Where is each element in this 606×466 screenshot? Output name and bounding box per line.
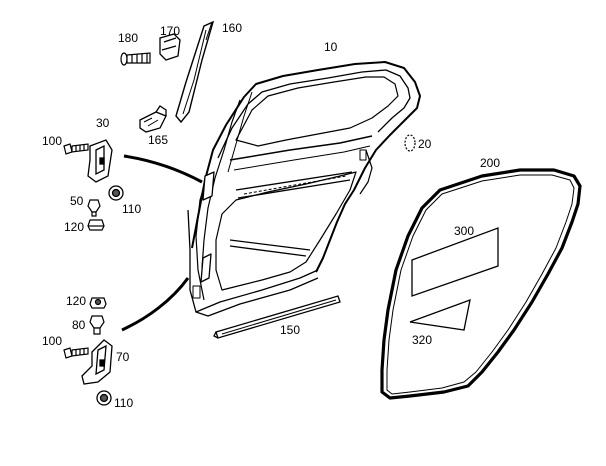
pin-80	[89, 315, 105, 335]
clip-170	[159, 33, 181, 61]
label-100-lower: 100	[42, 334, 62, 348]
clip-20	[404, 134, 416, 152]
label-30: 30	[96, 116, 110, 130]
label-120-upper: 120	[64, 220, 84, 234]
label-160: 160	[222, 21, 242, 35]
lower-hinge	[81, 339, 113, 385]
label-165: 165	[148, 133, 168, 147]
label-100-upper: 100	[42, 134, 62, 148]
label-50: 50	[70, 194, 84, 208]
bush-lower	[89, 297, 107, 309]
bolt-lower	[63, 347, 89, 359]
label-170: 170	[160, 24, 180, 38]
hinge-leader-lines	[121, 154, 203, 332]
label-110-upper: 110	[122, 202, 141, 216]
upper-hinge	[87, 139, 113, 183]
label-10: 10	[324, 40, 338, 54]
label-180: 180	[118, 31, 138, 45]
label-120-lower: 120	[66, 294, 86, 308]
part-labels: 10 20 30 50 70 80 100 100 110 110 120 12…	[42, 21, 500, 410]
label-70: 70	[116, 350, 130, 364]
panel-300	[411, 227, 499, 297]
pin-50	[87, 199, 101, 217]
label-300: 300	[454, 224, 474, 238]
label-150: 150	[280, 323, 300, 337]
label-80: 80	[72, 318, 86, 332]
door-seal	[380, 168, 582, 400]
bracket-165	[139, 105, 167, 133]
label-110-lower: 110	[114, 396, 133, 410]
window-channel-strip	[175, 20, 215, 124]
label-320: 320	[412, 333, 432, 347]
panel-320	[409, 298, 471, 331]
sill-strip	[213, 295, 341, 339]
bolt-upper	[63, 143, 89, 155]
label-20: 20	[418, 137, 432, 151]
screw-180	[120, 52, 151, 66]
nut-lower	[96, 390, 112, 406]
nut-upper	[108, 185, 124, 201]
label-200: 200	[480, 156, 500, 170]
door-shell	[187, 61, 421, 317]
bush-upper	[87, 219, 105, 231]
